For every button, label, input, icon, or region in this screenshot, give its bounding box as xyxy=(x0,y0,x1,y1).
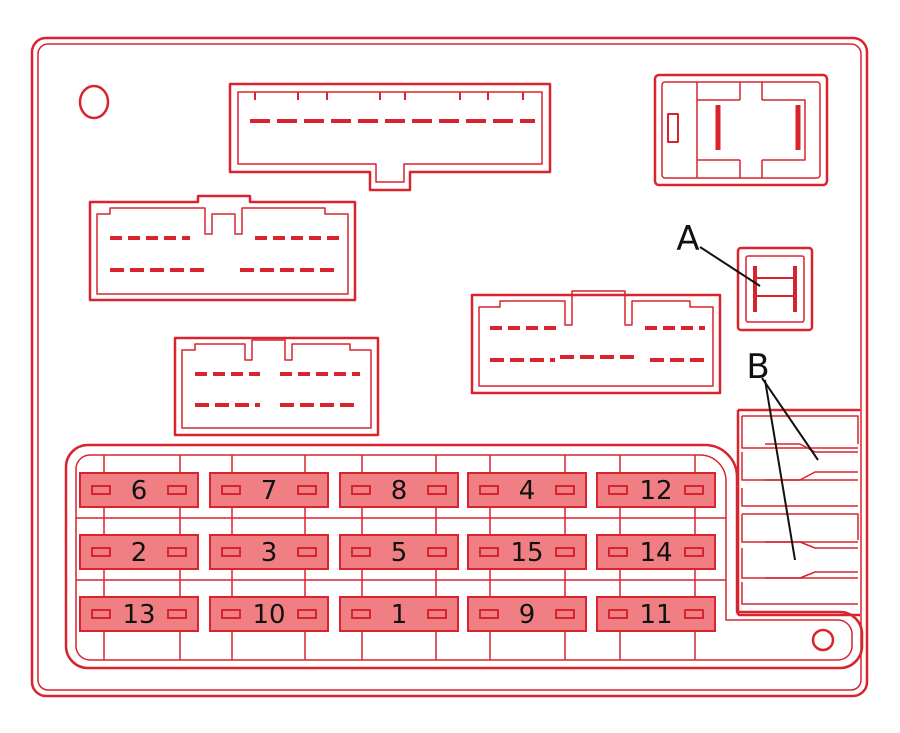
mounting-hole-bottom-right xyxy=(811,628,835,652)
fuse-terminal-right xyxy=(684,485,704,495)
fuse-number: 13 xyxy=(122,600,155,630)
fuse-terminal-left xyxy=(479,547,499,557)
fuse-number: 15 xyxy=(510,538,543,568)
fuse-terminal-left xyxy=(221,547,241,557)
fuse-body xyxy=(79,472,199,508)
fuse-terminal-right xyxy=(684,547,704,557)
component-a xyxy=(736,246,814,332)
fuse-body xyxy=(209,596,329,632)
fuse-number: 14 xyxy=(639,538,672,568)
fuse-terminal-right xyxy=(555,485,575,495)
fuse-terminal-left xyxy=(91,609,111,619)
fuse-body xyxy=(209,534,329,570)
connector-top-center xyxy=(228,82,552,192)
fuse-body xyxy=(596,534,716,570)
callout-a-label: A xyxy=(676,219,699,259)
fuse-6[interactable]: 6 xyxy=(79,472,199,508)
connector-left-lower xyxy=(173,336,380,437)
fuse-terminal-left xyxy=(479,609,499,619)
fuse-terminal-right xyxy=(427,485,447,495)
fuse-3[interactable]: 3 xyxy=(209,534,329,570)
fuse-1[interactable]: 1 xyxy=(339,596,459,632)
fuse-number: 10 xyxy=(252,600,285,630)
fuse-12[interactable]: 12 xyxy=(596,472,716,508)
callout-b-leader-1 xyxy=(761,377,819,461)
fuse-terminal-right xyxy=(167,609,187,619)
fuse-box-outline xyxy=(30,36,869,698)
fuse-body xyxy=(79,596,199,632)
fuse-10[interactable]: 10 xyxy=(209,596,329,632)
callout-a-leader xyxy=(699,246,761,287)
fuse-terminal-right xyxy=(684,609,704,619)
mounting-hole-top-left xyxy=(78,84,110,120)
fuse-body xyxy=(467,534,587,570)
fuse-terminal-left xyxy=(351,609,371,619)
fuse-body xyxy=(79,534,199,570)
fuse-body xyxy=(467,472,587,508)
fuse-14[interactable]: 14 xyxy=(596,534,716,570)
fuse-terminal-right xyxy=(297,547,317,557)
fuse-body xyxy=(339,596,459,632)
fuse-15[interactable]: 15 xyxy=(467,534,587,570)
fuse-body xyxy=(596,596,716,632)
fuse-body xyxy=(467,596,587,632)
fuse-number: 11 xyxy=(639,600,672,630)
fuse-layer: 6 7 8 4 12 2 3 5 15 14 13 10 1 9 11 xyxy=(79,472,716,632)
fuse-terminal-left xyxy=(608,609,628,619)
fuse-number: 2 xyxy=(131,538,148,568)
fuse-11[interactable]: 11 xyxy=(596,596,716,632)
fuse-terminal-left xyxy=(221,485,241,495)
fuse-number: 7 xyxy=(261,476,278,506)
fuse-13[interactable]: 13 xyxy=(79,596,199,632)
fuse-terminal-right xyxy=(167,485,187,495)
fuse-number: 1 xyxy=(391,600,408,630)
fuse-body xyxy=(339,534,459,570)
fuse-terminal-right xyxy=(297,609,317,619)
fuse-number: 9 xyxy=(519,600,536,630)
fuse-body xyxy=(209,472,329,508)
fuse-number: 8 xyxy=(391,476,408,506)
fuse-terminal-left xyxy=(91,547,111,557)
fuse-terminal-left xyxy=(608,485,628,495)
fuse-terminal-left xyxy=(351,547,371,557)
fuse-terminal-left xyxy=(351,485,371,495)
fuse-box-inner-outline xyxy=(37,43,862,691)
callout-b-label: B xyxy=(746,347,769,387)
fuse-body xyxy=(596,472,716,508)
fuse-4[interactable]: 4 xyxy=(467,472,587,508)
callout-leaders xyxy=(699,246,819,561)
fuse-number: 6 xyxy=(131,476,148,506)
fuse-terminal-left xyxy=(221,609,241,619)
connector-left-upper xyxy=(88,194,357,302)
fuse-number: 4 xyxy=(519,476,536,506)
callout-b-leader-2 xyxy=(764,379,796,561)
component-b-slots xyxy=(736,408,860,617)
fuse-7[interactable]: 7 xyxy=(209,472,329,508)
fuse-terminal-right xyxy=(555,547,575,557)
fuse-terminal-right xyxy=(167,547,187,557)
fuse-terminal-right xyxy=(427,609,447,619)
fuse-9[interactable]: 9 xyxy=(467,596,587,632)
fuse-number: 12 xyxy=(639,476,672,506)
fuse-body xyxy=(339,472,459,508)
fuse-terminal-left xyxy=(91,485,111,495)
fuse-8[interactable]: 8 xyxy=(339,472,459,508)
fuse-5[interactable]: 5 xyxy=(339,534,459,570)
fuse-number: 5 xyxy=(391,538,408,568)
fuse-terminal-left xyxy=(479,485,499,495)
relay-top-right xyxy=(653,73,829,187)
fuse-terminal-left xyxy=(608,547,628,557)
fuse-terminal-right xyxy=(427,547,447,557)
fuse-number: 3 xyxy=(261,538,278,568)
connector-right-middle xyxy=(470,290,722,395)
fuse-terminal-right xyxy=(297,485,317,495)
fuse-2[interactable]: 2 xyxy=(79,534,199,570)
fuse-terminal-right xyxy=(555,609,575,619)
